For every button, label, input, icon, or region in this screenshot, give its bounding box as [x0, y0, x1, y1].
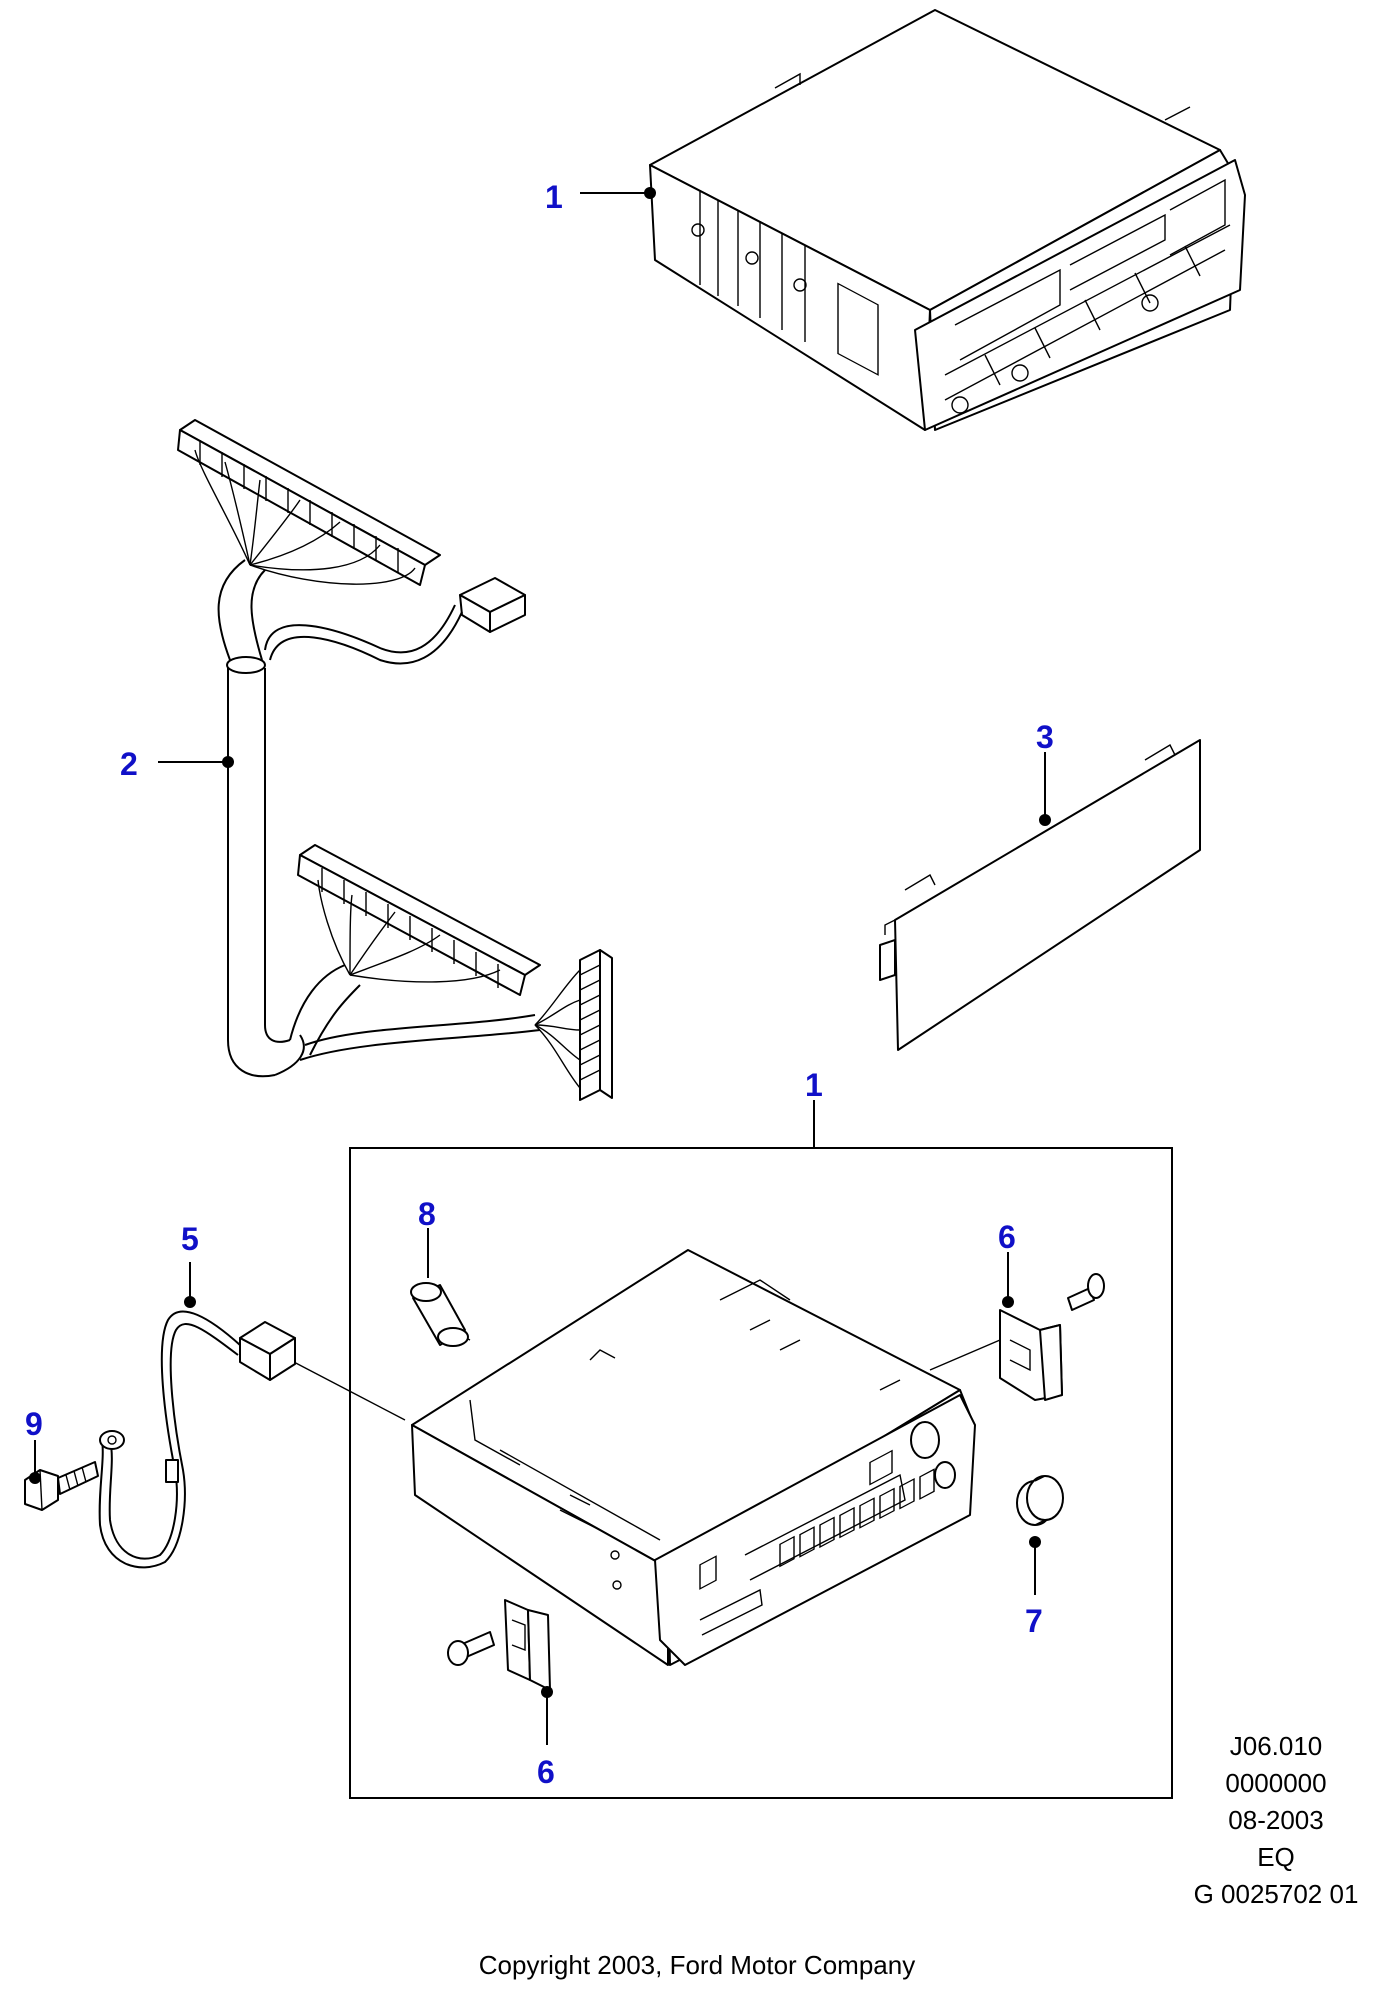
reference-date: 08-2003: [1228, 1805, 1324, 1835]
callout-5: 5: [181, 1221, 199, 1257]
callout-1-top: 1: [545, 179, 563, 215]
copyright-notice: Copyright 2003, Ford Motor Company: [478, 1950, 916, 1980]
knob-part-7: [1016, 1475, 1064, 1526]
callout-9: 9: [25, 1406, 43, 1442]
callout-7: 7: [1025, 1603, 1043, 1639]
callout-2: 2: [120, 746, 138, 782]
callout-1-kit: 1: [805, 1067, 823, 1103]
reference-region: EQ: [1257, 1842, 1295, 1872]
wiring-harness: [177, 419, 613, 1101]
reference-code: J06.010: [1229, 1731, 1323, 1761]
kit-box: [349, 1147, 1173, 1799]
leader-lines: [29, 187, 1051, 1745]
reference-number: 0000000: [1225, 1768, 1327, 1798]
bracket-part-6-bottom: [447, 1599, 551, 1691]
reference-block: J06.010 0000000 08-2003 EQ G 0025702 01: [1176, 1728, 1376, 1913]
callout-6-bottom: 6: [537, 1754, 555, 1790]
callout-3: 3: [1036, 719, 1054, 755]
radio-unit-top: [649, 9, 1246, 431]
callout-8: 8: [418, 1196, 436, 1232]
radio-unit-kit: [289, 1249, 1001, 1666]
callout-6-top: 6: [998, 1219, 1016, 1255]
bracket-part-6-top: [999, 1273, 1105, 1401]
blank-panel: [879, 739, 1201, 1051]
reference-illustration-id: G 0025702 01: [1193, 1879, 1359, 1909]
ground-cable: [98, 1310, 296, 1569]
sleeve-part-8: [410, 1282, 469, 1347]
